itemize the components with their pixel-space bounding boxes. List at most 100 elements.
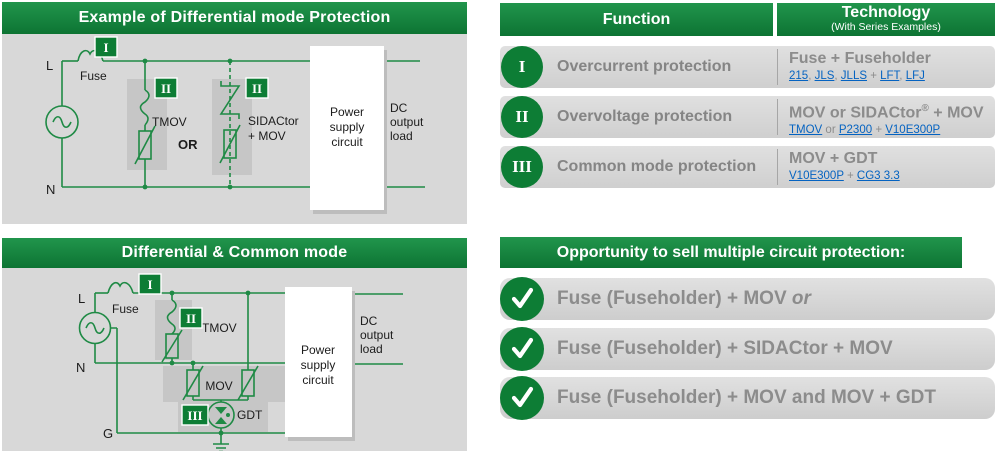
series-link[interactable]: TMOV: [789, 124, 823, 137]
mov-label: MOV: [205, 379, 232, 393]
dc-load-label: DC: [360, 314, 378, 328]
series-link[interactable]: CG3 3.3: [856, 170, 900, 182]
svg-text:output: output: [360, 328, 394, 342]
series-link[interactable]: 215: [789, 70, 809, 82]
opportunity-text: Fuse (Fuseholder) + MOV or: [557, 288, 811, 309]
table-row: III Common mode protection MOV + GDT V10E30…: [500, 146, 995, 188]
series-link[interactable]: JLS: [814, 70, 835, 82]
line-g-label: G: [103, 426, 113, 441]
svg-text:II: II: [161, 81, 171, 96]
technology-links: V10E300P + CG3 3.3: [789, 169, 900, 184]
svg-text:load: load: [390, 129, 413, 143]
svg-text:I: I: [147, 277, 152, 292]
check-icon: [500, 327, 544, 371]
badge-iii: III: [181, 404, 209, 426]
line-n-label: N: [76, 360, 85, 375]
thermal-element-symbol: [139, 89, 150, 126]
sidactor-label2: + MOV: [248, 129, 286, 143]
table-row: II Overvoltage protection MOV or SIDACtor®…: [500, 96, 995, 138]
opportunity-item: Fuse (Fuseholder) + MOV and MOV + GDT: [500, 376, 995, 420]
sidactor-symbol: [219, 81, 241, 119]
earth-ground-icon: [213, 443, 229, 451]
thermal-element-symbol: [166, 299, 177, 335]
tmov-label: TMOV: [152, 115, 187, 129]
function-label: Overcurrent protection: [557, 58, 732, 75]
svg-text:II: II: [186, 311, 196, 326]
series-link[interactable]: JLLS: [840, 70, 868, 82]
technology-title: Fuse + Fuseholder: [789, 50, 931, 67]
function-label: Common mode protection: [557, 158, 757, 175]
differential-common-circuit: Power supply circuit L N G Fuse TMOV MOV…: [76, 273, 403, 451]
svg-text:III: III: [187, 408, 202, 423]
check-icon: [500, 277, 544, 321]
table-header: Function Technology (With Series Example…: [500, 3, 995, 36]
fuse-label: Fuse: [80, 69, 107, 83]
svg-text:II: II: [252, 81, 262, 96]
technology-links: TMOV or P2300 + V10E300P: [789, 123, 984, 138]
technology-cell: Fuse + Fuseholder 215, JLS, JLLS + LFT, L…: [789, 49, 931, 84]
series-link[interactable]: V10E300P: [789, 170, 844, 182]
cell-divider: [777, 49, 778, 85]
badge-ii-right: II: [245, 77, 269, 99]
opportunity-text: Fuse (Fuseholder) + MOV and MOV + GDT: [557, 387, 936, 408]
power-supply-box: Power supply circuit: [285, 287, 355, 441]
panel2-title: Differential & Common mode: [2, 238, 467, 268]
differential-mode-panel: Example of Differential mode Protection: [2, 2, 467, 224]
function-label: Overvoltage protection: [557, 108, 733, 125]
series-link[interactable]: V10E300P: [885, 124, 941, 137]
technology-links: 215, JLS, JLLS + LFT, LFJ: [789, 69, 931, 84]
svg-text:Power: Power: [330, 105, 364, 119]
roman-numeral-badge: I: [501, 46, 543, 88]
opportunity-item: Fuse (Fuseholder) + MOV or: [500, 277, 995, 321]
badge-i: I: [94, 36, 118, 58]
ac-source-icon: [45, 105, 79, 139]
technology-header: Technology (With Series Examples): [777, 3, 995, 36]
fuse-symbol: [107, 281, 134, 294]
svg-text:supply: supply: [301, 358, 336, 372]
line-n-label: N: [46, 182, 55, 197]
series-link[interactable]: LFJ: [905, 70, 925, 82]
technology-title: MOV or SIDACtor® + MOV: [789, 103, 984, 122]
svg-text:I: I: [103, 40, 108, 55]
link-separator: ,: [808, 70, 815, 82]
link-separator: +: [843, 170, 857, 182]
gdt-label: GDT: [237, 408, 263, 422]
table-row: I Overcurrent protection Fuse + Fuseholder…: [500, 46, 995, 88]
power-supply-box: Power supply circuit: [310, 46, 387, 214]
varistor-symbol: [223, 129, 237, 159]
svg-text:Power: Power: [301, 343, 335, 357]
technology-title: MOV + GDT: [789, 150, 878, 167]
roman-numeral-badge: II: [501, 96, 543, 138]
panel1-title: Example of Differential mode Protection: [2, 2, 467, 34]
opportunity-rows: Fuse (Fuseholder) + MOV or Fuse (Fusehold…: [500, 277, 995, 420]
series-link[interactable]: LFT: [880, 70, 900, 82]
tmov-label: TMOV: [202, 321, 237, 335]
link-separator: or: [822, 124, 839, 137]
series-link[interactable]: P2300: [838, 124, 873, 137]
function-header: Function: [500, 3, 773, 36]
table-rows: I Overcurrent protection Fuse + Fuseholder…: [500, 46, 995, 188]
cell-divider: [777, 149, 778, 185]
svg-text:supply: supply: [330, 120, 365, 134]
sidactor-label: SIDACtor: [248, 114, 299, 128]
fuse-label: Fuse: [112, 302, 139, 316]
roman-numeral-badge: III: [501, 146, 543, 188]
line-l-label: L: [46, 58, 53, 73]
opportunity-item: Fuse (Fuseholder) + SIDACtor + MOV: [500, 327, 995, 371]
svg-text:output: output: [390, 115, 424, 129]
varistor-symbol: [138, 130, 152, 160]
link-separator: ,: [899, 70, 906, 82]
opportunity-text: Fuse (Fuseholder) + SIDACtor + MOV: [557, 338, 893, 359]
badge-ii: II: [179, 307, 203, 329]
svg-text:load: load: [360, 342, 383, 356]
opportunity-panel: Opportunity to sell multiple circuit pro…: [500, 237, 995, 420]
link-separator: ,: [834, 70, 841, 82]
dc-load-label: DC: [390, 101, 408, 115]
function-technology-table: Function Technology (With Series Example…: [500, 3, 995, 188]
badge-ii-left: II: [154, 77, 178, 99]
circuit-wires: [45, 49, 425, 190]
cell-divider: [777, 99, 778, 135]
svg-text:circuit: circuit: [331, 135, 363, 149]
line-l-label: L: [78, 291, 85, 306]
